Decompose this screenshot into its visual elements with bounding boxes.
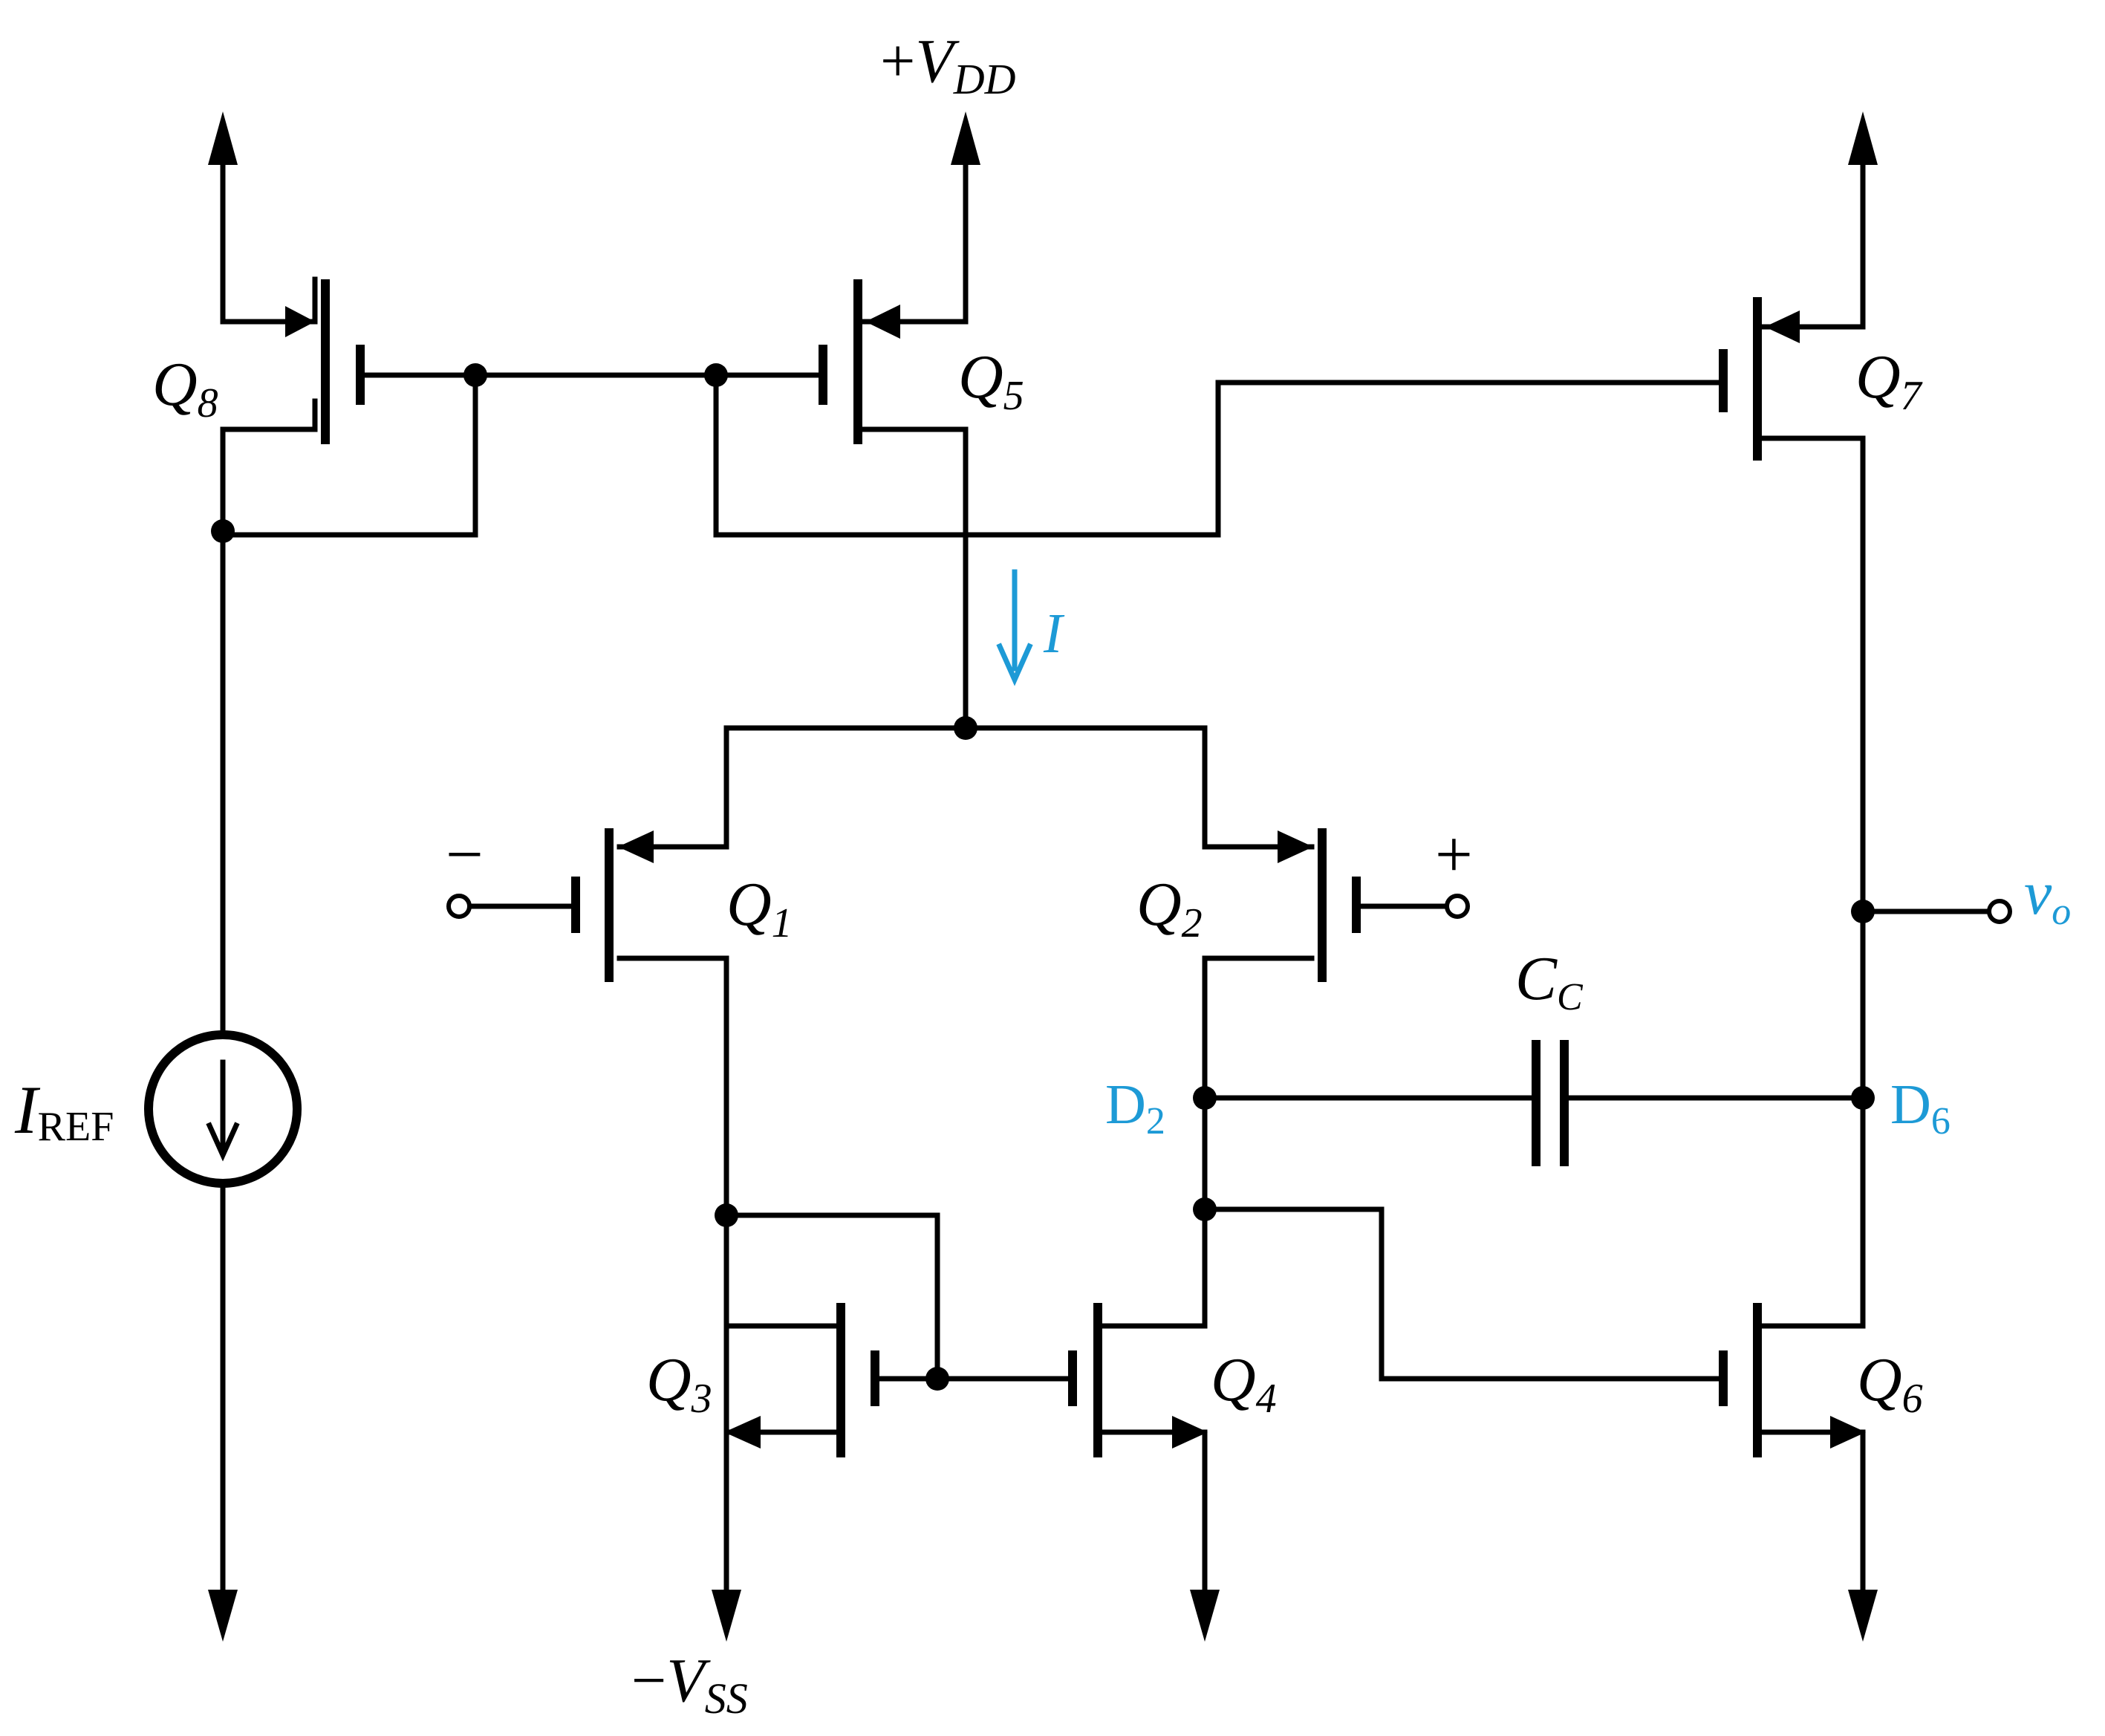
q8-diode-connection <box>220 372 478 538</box>
q8-label: Q8 <box>152 350 218 426</box>
q1-label: Q1 <box>726 870 793 946</box>
transistor-q6 <box>1719 1303 1878 1642</box>
q6-gate-wire <box>1202 1206 1726 1382</box>
inverting-input-terminal[interactable] <box>446 894 472 919</box>
capacitor-cc-label: CC <box>1515 944 1584 1018</box>
vss-arrow-q4 <box>1190 1590 1220 1642</box>
noninverting-input-terminal[interactable] <box>1445 894 1470 919</box>
q2-label: Q2 <box>1136 870 1203 946</box>
transistor-q4 <box>1068 1206 1220 1642</box>
q6-label: Q6 <box>1857 1345 1923 1422</box>
current-i-label: I <box>1043 602 1065 665</box>
node-d2-label: D2 <box>1105 1073 1165 1142</box>
output-terminal[interactable] <box>1987 899 2012 924</box>
transistor-q5 <box>819 111 980 731</box>
bias-line-q7 <box>713 372 1726 538</box>
transistor-q8 <box>208 111 365 538</box>
vss-arrow-iref <box>208 1590 238 1642</box>
transistor-q7 <box>1719 111 1878 914</box>
transistor-q3 <box>712 1212 879 1642</box>
noninverting-input-sign: + <box>1435 818 1473 891</box>
vdd-arrow-q7 <box>1848 111 1878 165</box>
current-arrow-i <box>996 569 1033 686</box>
transistor-q2 <box>1202 725 1361 1212</box>
q5-label: Q5 <box>958 342 1024 419</box>
q7-label: Q7 <box>1855 342 1923 419</box>
inverting-input-sign: − <box>446 818 484 891</box>
q3-diode-connection <box>723 1212 940 1382</box>
vss-arrow-q6 <box>1848 1590 1878 1642</box>
vdd-arrow-q8 <box>208 111 238 165</box>
vdd-arrow-q5 <box>951 111 980 165</box>
vdd-label: +VDD <box>880 27 1016 103</box>
vss-label: −VSS <box>631 1646 748 1723</box>
output-vo-label: vo <box>2024 859 2071 933</box>
vss-arrow-q3 <box>712 1590 741 1642</box>
q4-label: Q4 <box>1211 1345 1277 1422</box>
q3-label: Q3 <box>646 1345 712 1422</box>
iref-label: IREF <box>14 1072 114 1150</box>
node-d6-label: D6 <box>1890 1073 1951 1142</box>
